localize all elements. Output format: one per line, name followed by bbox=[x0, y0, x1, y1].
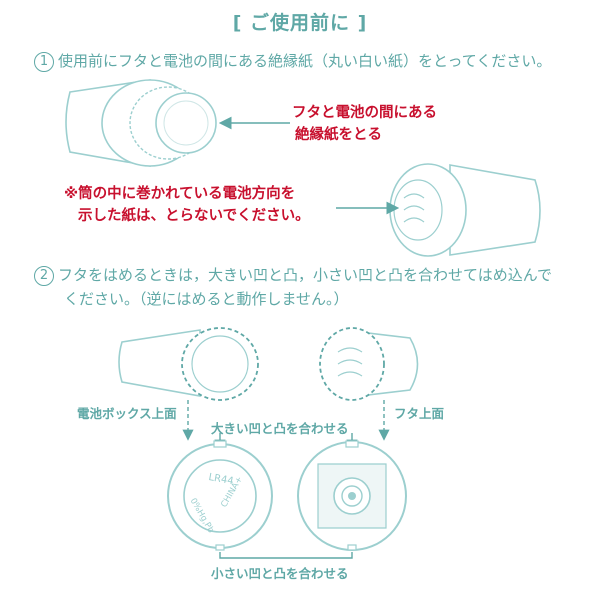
step2-text-line1: フタをはめるときは，大きい凹と凸，小さい凹と凸を合わせてはめ込んで bbox=[58, 266, 552, 284]
cap-side-icon bbox=[319, 327, 419, 401]
step2-number: 2 bbox=[34, 265, 54, 286]
coin-label-1: LR44 bbox=[208, 472, 235, 487]
page-title: [ ご使用前に ] bbox=[232, 12, 368, 34]
warning-line-1: ※筒の中に巻かれている電池方向を bbox=[64, 186, 296, 202]
step1-text: 使用前にフタと電池の間にある絶縁紙（丸い白い紙）をとってください。 bbox=[58, 52, 552, 70]
battery-box-top-view-icon bbox=[167, 440, 273, 551]
label-large-match: 大きい凹と凸を合わせる bbox=[211, 421, 349, 436]
cylinder-cap-icon bbox=[389, 163, 541, 257]
step1-number: 1 bbox=[34, 51, 54, 72]
callout-line-1: フタと電池の間にある bbox=[292, 105, 437, 121]
label-small-match: 小さい凹と凸を合わせる bbox=[211, 566, 349, 581]
warning-line-2: 示した紙は、とらないでください。 bbox=[78, 208, 310, 224]
warning-note: ※筒の中に巻かれている電池方向を 示した紙は、とらないでください。 bbox=[64, 183, 310, 227]
callout-remove-insulation: フタと電池の間にある 絶縁紙をとる bbox=[292, 102, 437, 146]
small-match-bracket bbox=[219, 552, 353, 559]
callout-line-2: 絶縁紙をとる bbox=[295, 127, 382, 143]
label-cap-top: フタ上面 bbox=[394, 406, 445, 421]
label-battery-box-top: 電池ボックス上面 bbox=[77, 406, 177, 421]
step2-text-line2: ください。（逆にはめると動作しません。） bbox=[64, 290, 349, 308]
cap-top-view-icon bbox=[297, 440, 407, 551]
battery-box-side-icon bbox=[118, 327, 259, 401]
cylinder-battery-box-icon bbox=[65, 79, 217, 167]
